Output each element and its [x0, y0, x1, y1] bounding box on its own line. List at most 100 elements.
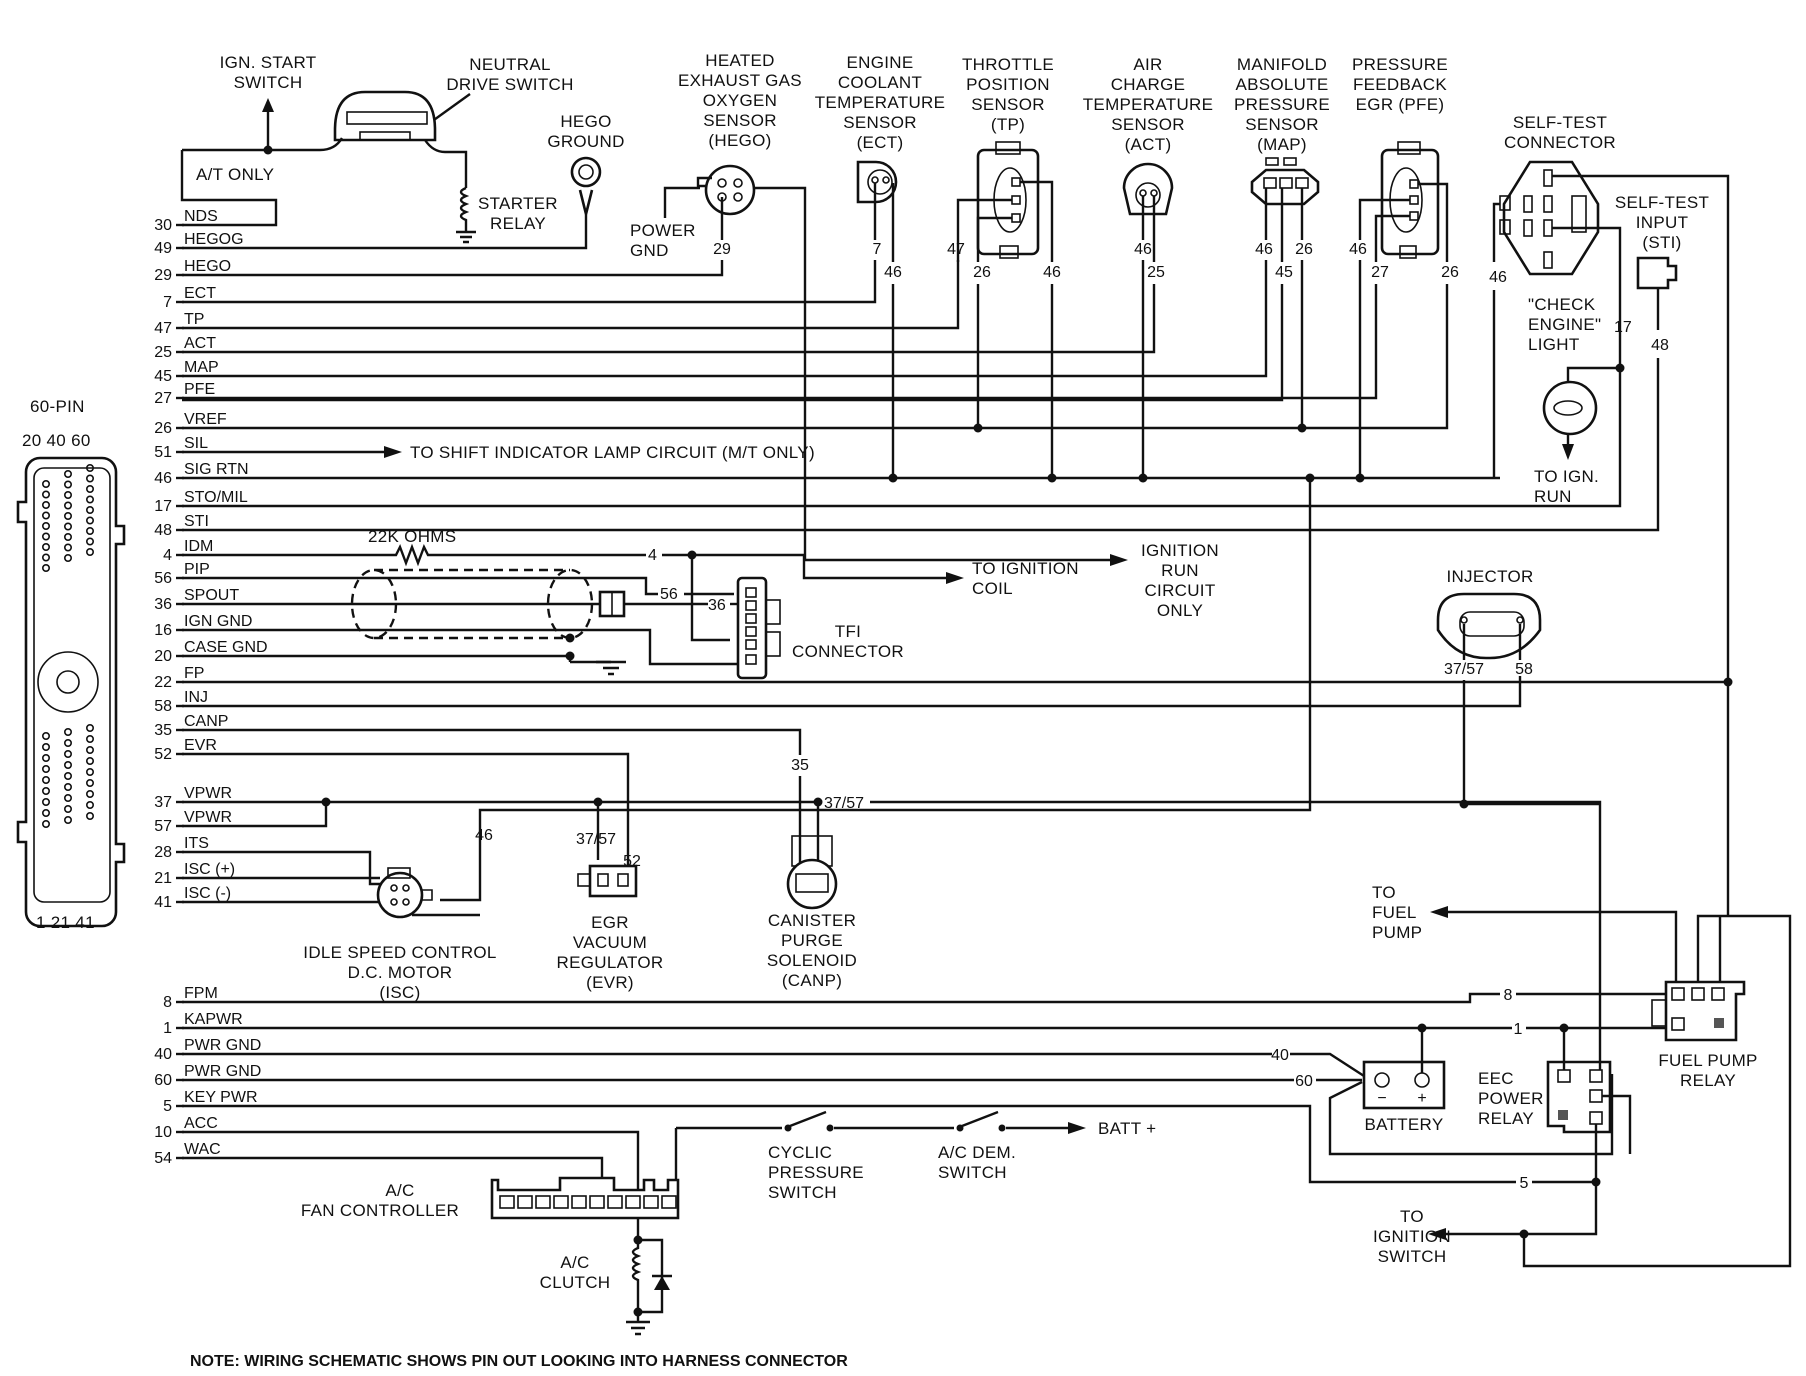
- map-connector-icon: [1250, 157, 1320, 206]
- signal-name: CANP: [184, 713, 228, 730]
- signal-name: PWR GND: [184, 1037, 261, 1054]
- signal-pin: 46: [154, 470, 172, 487]
- signal-pin: 41: [154, 894, 172, 911]
- battery-icon: − +: [1362, 1060, 1446, 1110]
- ac-dem-switch-label-1: A/C DEM.: [938, 1143, 1016, 1162]
- wire-label-spout: 36: [708, 597, 726, 614]
- cyclic-switch-label-1: CYCLIC: [768, 1143, 832, 1162]
- pin-hole: [41, 500, 50, 509]
- signal-pin: 27: [154, 390, 172, 407]
- wire-label-kapwr: 1: [1514, 1021, 1523, 1038]
- pin-hole: [86, 526, 95, 535]
- map-sensor-group: MANIFOLD ABSOLUTE PRESSURE SENSOR (MAP) …: [182, 55, 1330, 428]
- arrow-up-icon: [262, 98, 274, 112]
- tp-label-1: THROTTLE: [962, 55, 1054, 74]
- fan-controller-pin: [661, 1195, 677, 1209]
- fuel-pump-relay-icon: [1651, 980, 1746, 1042]
- pin-hole: [64, 532, 73, 541]
- pin-hole: [64, 480, 73, 489]
- signal-name: TP: [184, 311, 204, 328]
- wire-label-stc: 46: [1489, 269, 1507, 286]
- tp-label-4: (TP): [991, 115, 1025, 134]
- self-test-label-2: CONNECTOR: [1504, 133, 1616, 152]
- signal-rows: 30NDS49HEGOG29HEGO7ECT47TP25ACT45MAP27PF…: [154, 208, 267, 1167]
- signal-name: INJ: [184, 689, 208, 706]
- pin-hole: [86, 800, 95, 809]
- wire-label-isc-ret: 46: [475, 827, 493, 844]
- shift-indicator-label: TO SHIFT INDICATOR LAMP CIRCUIT (M/T ONL…: [410, 443, 815, 462]
- signal-name: CASE GND: [184, 639, 268, 656]
- neutral-drive-switch-group: IGN. START SWITCH NEUTRAL DRIVE SWITCH A…: [180, 53, 573, 244]
- pin-hole: [86, 463, 95, 472]
- ect-label-3: TEMPERATURE: [815, 93, 946, 112]
- nds-label-1: NEUTRAL: [469, 55, 550, 74]
- ect-label-1: ENGINE: [847, 53, 914, 72]
- signal-pin: 35: [154, 722, 172, 739]
- pin-hole: [41, 490, 50, 499]
- evr-label-2: VACUUM: [573, 933, 647, 952]
- hego-ground-label-2: GROUND: [547, 132, 624, 151]
- power-gnd-label-2: GND: [630, 241, 669, 260]
- ect-label-4: SENSOR: [843, 113, 917, 132]
- pin-hole: [64, 793, 73, 802]
- signal-name: ISC (+): [184, 861, 235, 878]
- injector-label: INJECTOR: [1446, 567, 1533, 586]
- tp-sensor-group: THROTTLE POSITION SENSOR (TP) 47 26 46: [182, 55, 1061, 478]
- signal-name: VPWR: [184, 785, 232, 802]
- signal-name: PWR GND: [184, 1063, 261, 1080]
- map-label-1: MANIFOLD: [1237, 55, 1327, 74]
- signal-name: IDM: [184, 538, 213, 555]
- pin-hole: [41, 532, 50, 541]
- canp-group: CANISTER PURGE SOLENOID (CANP): [767, 802, 857, 990]
- ect-label-2: COOLANT: [838, 73, 922, 92]
- fan-controller-pin: [607, 1195, 623, 1209]
- ect-label-5: (ECT): [857, 133, 904, 152]
- signal-pin: 25: [154, 344, 172, 361]
- pin-hole: [41, 786, 50, 795]
- wire-label-injector-b: 58: [1515, 661, 1533, 678]
- signal-name: FP: [184, 665, 204, 682]
- signal-name: SIG RTN: [184, 461, 249, 478]
- canp-label-3: SOLENOID: [767, 951, 857, 970]
- wire-label-pfe-c: 26: [1441, 264, 1459, 281]
- injector-connector-icon: [1436, 592, 1542, 660]
- signal-name: VPWR: [184, 809, 232, 826]
- signal-row: 46 SIG RTN: [154, 461, 248, 487]
- pin-hole: [41, 521, 50, 530]
- pin-hole: [41, 479, 50, 488]
- hego-ground-group: HEGO GROUND: [182, 112, 624, 250]
- tp-connector-icon: [976, 141, 1040, 259]
- pin-hole: [64, 815, 73, 824]
- signal-pin: 49: [154, 240, 172, 257]
- wire-label-idm: 4: [648, 547, 657, 564]
- pin-hole: [64, 469, 73, 478]
- to-ign-run-label-2: RUN: [1534, 487, 1572, 506]
- pin-hole: [86, 474, 95, 483]
- evr-group: 37/57 52 EGR VACUUM REGULATOR (EVR): [557, 802, 663, 992]
- ect-connector-icon: [856, 160, 898, 204]
- hego-label-1: HEATED: [705, 51, 775, 70]
- connector-bottom-pins: 1 21 41: [36, 913, 95, 932]
- ignition-run-label-3: CIRCUIT: [1144, 581, 1215, 600]
- wire-label-ect-a: 7: [873, 241, 882, 258]
- arrow-left-icon: [1430, 906, 1448, 918]
- signal-pin: 51: [154, 444, 172, 461]
- pfe-label-2: FEEDBACK: [1353, 75, 1447, 94]
- signal-pin: 52: [154, 746, 172, 763]
- pin-hole: [86, 723, 95, 732]
- map-label-4: SENSOR: [1245, 115, 1319, 134]
- tp-label-3: SENSOR: [971, 95, 1045, 114]
- fan-controller-pin: [571, 1195, 587, 1209]
- signal-pin: 28: [154, 844, 172, 861]
- hego-label-3: OXYGEN: [703, 91, 778, 110]
